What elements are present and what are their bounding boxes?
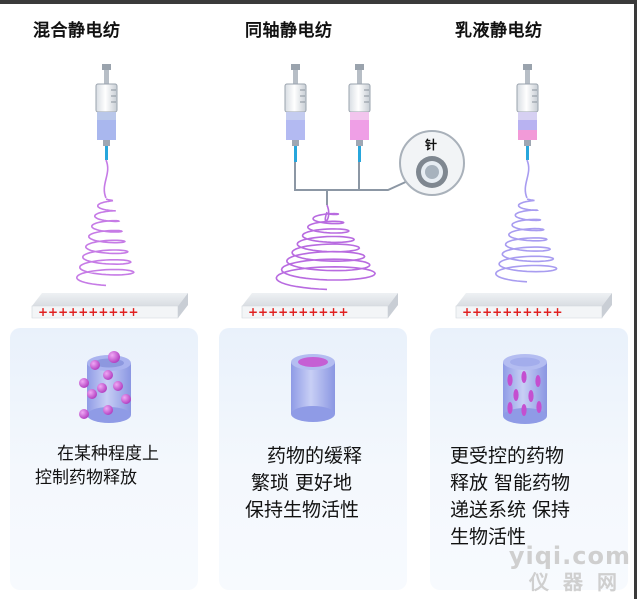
description-coaxial: 药物的缓释 繁琐 更好地 保持生物活性 bbox=[245, 443, 362, 524]
title-emulsion-electrospinning: 乳液静电纺 bbox=[455, 21, 543, 41]
fiber-jet bbox=[524, 159, 530, 199]
description-coaxial-line: 繁琐 更好地 bbox=[251, 472, 353, 494]
top-border bbox=[0, 0, 637, 4]
collector-charge-mixed: ++++++++++ bbox=[38, 305, 139, 319]
coaxial-connector bbox=[294, 162, 411, 205]
fiber-spiral-mixed bbox=[75, 159, 135, 287]
description-emulsion-line: 生物活性 bbox=[450, 526, 527, 548]
fiber-coil bbox=[494, 198, 558, 283]
fiber-coil bbox=[75, 198, 135, 287]
needle-cross-section-callout bbox=[399, 130, 465, 196]
fiber-structure-mixed bbox=[79, 351, 131, 423]
watermark-brand: 仪器网 bbox=[529, 570, 631, 594]
description-mixed-line: 控制药物释放 bbox=[35, 468, 137, 488]
fiber-spiral-emulsion bbox=[494, 159, 558, 283]
description-mixed-line: 在某种程度上 bbox=[57, 444, 159, 464]
needle-label: 针 bbox=[425, 138, 438, 152]
description-emulsion-line: 更受控的药物 bbox=[450, 445, 565, 467]
title-coaxial-electrospinning: 同轴静电纺 bbox=[245, 21, 333, 41]
watermark-domain: yiqi.com bbox=[508, 542, 631, 570]
description-emulsion: 更受控的药物 释放 智能药物 递送系统 保持 生物活性 bbox=[450, 443, 570, 551]
collector-charge-coaxial: ++++++++++ bbox=[248, 305, 349, 319]
fiber-jet bbox=[103, 159, 109, 199]
fiber-structure-coaxial bbox=[291, 354, 335, 422]
collector-charge-emulsion: ++++++++++ bbox=[462, 305, 563, 319]
description-mixed: 在某种程度上 控制药物释放 bbox=[35, 442, 159, 490]
title-mixed-electrospinning: 混合静电纺 bbox=[33, 21, 121, 41]
syringe-mixed bbox=[95, 64, 118, 160]
watermark: yiqi.com 仪器网 bbox=[509, 542, 631, 595]
description-emulsion-line: 递送系统 保持 bbox=[450, 499, 571, 521]
syringe-coaxial-left bbox=[284, 64, 307, 162]
description-coaxial-line: 药物的缓释 bbox=[267, 445, 363, 467]
fiber-jet bbox=[324, 204, 330, 222]
description-emulsion-line: 释放 智能药物 bbox=[450, 472, 571, 494]
syringe-emulsion bbox=[516, 64, 539, 160]
fiber-structure-emulsion bbox=[503, 354, 547, 424]
collector-plate-coaxial bbox=[241, 293, 398, 319]
description-coaxial-line: 保持生物活性 bbox=[245, 499, 360, 521]
fiber-spiral-coaxial bbox=[275, 204, 377, 291]
syringe-coaxial-right bbox=[348, 64, 371, 162]
collector-plate-mixed bbox=[31, 293, 188, 319]
right-border bbox=[634, 0, 637, 599]
collector-plate-emulsion bbox=[455, 293, 612, 319]
fiber-coil bbox=[275, 212, 377, 291]
